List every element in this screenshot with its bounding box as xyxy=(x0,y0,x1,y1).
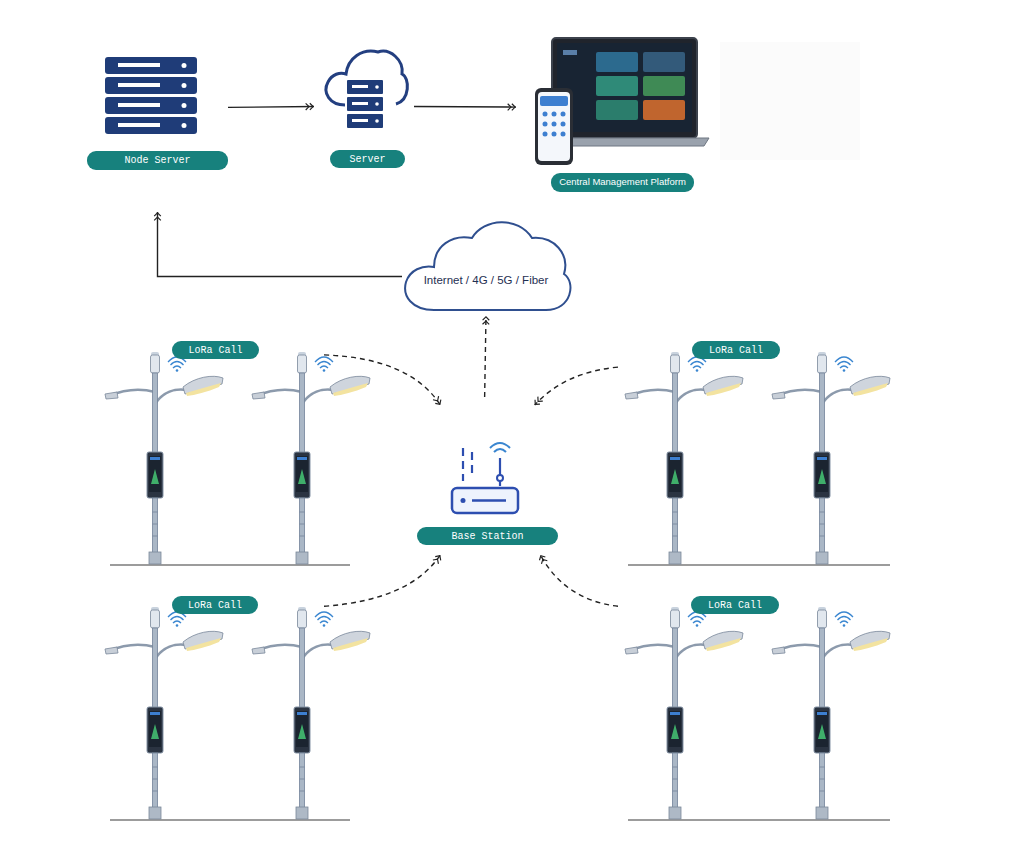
node-server-icon xyxy=(105,57,197,74)
router-icon xyxy=(497,475,503,481)
laptop-phone-icon xyxy=(563,50,577,55)
cloud-server-icon xyxy=(352,119,368,122)
streetlights xyxy=(625,352,743,564)
laptop-phone-icon xyxy=(543,122,548,127)
network-node: LoRa Call xyxy=(100,595,330,821)
network-node: LoRa Call xyxy=(620,340,895,566)
laptop-phone-icon xyxy=(557,43,692,132)
node-server-icon xyxy=(105,117,197,134)
network-node: Central Management Platform xyxy=(520,36,712,194)
pill-label: LoRa Call xyxy=(691,596,779,614)
pill-label: Node Server xyxy=(87,151,228,170)
connector-arrow xyxy=(228,106,314,108)
laptop-phone-icon xyxy=(643,76,685,96)
streetlights xyxy=(105,352,890,820)
laptop-phone-icon xyxy=(543,132,548,137)
cloud-server-icon xyxy=(347,114,383,128)
laptop-phone-icon xyxy=(552,112,557,117)
node-server-icon xyxy=(105,77,197,94)
streetlights xyxy=(252,352,370,564)
pill-label: Central Management Platform xyxy=(551,173,694,192)
cloud-server-icon xyxy=(347,97,383,111)
streetlights xyxy=(105,607,223,819)
cloud-outline xyxy=(405,222,570,310)
router-icon xyxy=(452,488,518,513)
network-node: Server xyxy=(318,48,408,170)
node-server-icon xyxy=(182,63,187,68)
pill-label: LoRa Call xyxy=(172,341,259,359)
laptop-phone-icon xyxy=(561,132,566,137)
router-icon xyxy=(461,498,466,503)
network-node: LoRa Call xyxy=(620,595,895,821)
cloud-server-icon xyxy=(352,85,368,88)
streetlights xyxy=(772,352,890,564)
streetlights xyxy=(625,607,743,819)
laptop-phone-icon xyxy=(720,42,860,160)
network-node: Base Station xyxy=(416,405,559,555)
pill-label: Base Station xyxy=(417,527,558,545)
node-server-icon xyxy=(182,103,187,108)
laptop-phone-icon xyxy=(552,132,557,137)
pill-label: LoRa Call xyxy=(692,341,780,359)
router-icon xyxy=(472,499,506,502)
streetlights xyxy=(110,565,890,820)
laptop-phone-icon xyxy=(535,88,573,165)
laptop-phone-icon xyxy=(596,100,638,120)
streetlights xyxy=(252,607,370,819)
router-icon xyxy=(463,448,472,481)
node-server-icon xyxy=(182,83,187,88)
pill-label: LoRa Call xyxy=(172,596,258,614)
cloud-server-icon xyxy=(347,80,383,94)
router-icon xyxy=(452,443,518,513)
node-server-icon xyxy=(118,103,160,107)
dashed-connector xyxy=(324,355,440,405)
network-node: Node Server xyxy=(87,50,228,172)
cloud-server-icon xyxy=(375,85,379,89)
node-server-icon xyxy=(182,123,187,128)
laptop-phone-icon xyxy=(538,92,570,161)
dashed-connector xyxy=(324,555,440,606)
cloud-server-icon xyxy=(326,51,407,128)
cloud-server-icon xyxy=(326,51,407,105)
connector-arrow xyxy=(158,212,403,277)
dashed-connector xyxy=(485,316,486,397)
laptop-phone-icon xyxy=(561,112,566,117)
node-server-icon xyxy=(118,83,160,87)
laptop-phone-icon xyxy=(540,96,568,106)
pill-label: Server xyxy=(330,150,405,168)
laptop-phone-icon xyxy=(552,38,697,138)
node-server-icon xyxy=(118,123,160,127)
cloud-server-icon xyxy=(375,102,379,106)
streetlights xyxy=(105,352,223,564)
dashed-connector xyxy=(535,367,618,405)
cloud-outline xyxy=(398,210,574,314)
laptop-phone-icon xyxy=(543,112,548,117)
network-node: LoRa Call xyxy=(100,340,330,566)
laptop-phone-icon xyxy=(535,38,860,165)
network-cloud: Internet / 4G / 5G / Fiber xyxy=(398,210,574,314)
router-icon xyxy=(490,443,510,452)
cloud-server-icon xyxy=(375,119,379,123)
laptop-phone-icon xyxy=(596,52,638,72)
dashed-connector xyxy=(540,555,618,606)
laptop-phone-icon xyxy=(643,52,685,72)
laptop-phone-icon xyxy=(596,76,638,96)
laptop-phone-icon xyxy=(561,122,566,127)
node-server-icon xyxy=(105,57,197,134)
node-server-icon xyxy=(118,63,160,67)
cloud-label: Internet / 4G / 5G / Fiber xyxy=(398,274,574,286)
cloud-server-icon xyxy=(352,102,368,105)
laptop-phone-icon xyxy=(643,100,685,120)
streetlights xyxy=(772,607,890,819)
node-server-icon xyxy=(105,97,197,114)
laptop-phone-icon xyxy=(552,122,557,127)
connector-arrow xyxy=(414,106,516,108)
